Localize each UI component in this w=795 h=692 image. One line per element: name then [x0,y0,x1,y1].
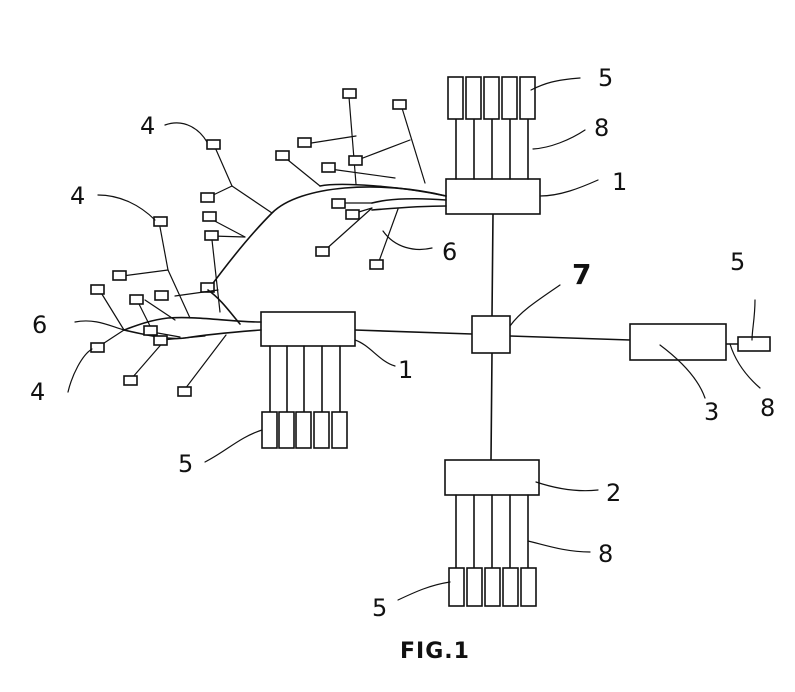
label-8-top: 8 [594,114,609,142]
hub-7 [471,315,511,354]
label-6-a: 6 [442,238,457,266]
label-8-bottom: 8 [598,540,613,568]
upper-sensor-tree [153,88,447,293]
label-8-right: 8 [760,394,775,422]
label-3: 3 [704,398,719,426]
reference-labels: 1 1 2 3 4 4 4 5 5 5 5 6 6 7 8 8 8 [30,64,775,622]
label-4-b: 4 [70,182,85,210]
label-4-a: 4 [140,112,155,140]
label-5-bottom: 5 [372,594,387,622]
label-4-c: 4 [30,378,45,406]
label-6-b: 6 [32,311,47,339]
figure-caption: FIG.1 [400,639,470,664]
label-5-top: 5 [598,64,613,92]
label-5-left: 5 [178,450,193,478]
left-sensor-tree [90,226,262,397]
leader-lines [67,77,761,601]
label-5-right: 5 [730,248,745,276]
unit-3 [629,323,771,361]
label-2: 2 [606,479,621,507]
label-7: 7 [572,258,591,291]
label-1-left: 1 [398,356,413,384]
unit-1-left [260,311,356,449]
label-1-top: 1 [612,168,627,196]
main-bus-lines [354,213,739,461]
unit-2 [444,459,540,607]
unit-1-top [445,76,541,215]
